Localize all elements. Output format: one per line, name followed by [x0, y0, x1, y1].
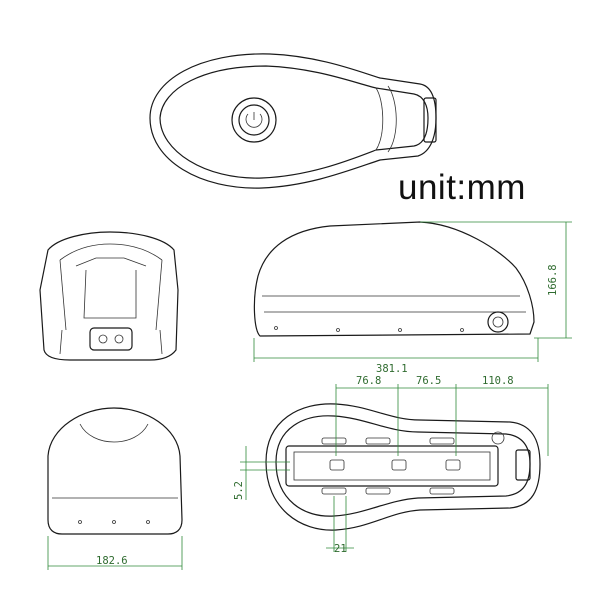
lock-cylinder-icon: [487, 311, 509, 333]
dim-top-segment-2: 76.5: [416, 375, 441, 387]
dim-front-width: 182.6: [96, 555, 128, 567]
dim-tray-offset: 5.2: [233, 481, 245, 500]
rear-view: 182.6: [47, 407, 183, 570]
front-connector-view: [39, 231, 179, 361]
dim-top-segment-1: 76.8: [356, 375, 381, 387]
dim-side-height: 166.8: [547, 264, 559, 296]
latch-icon: [491, 431, 505, 445]
dim-side-length: 381.1: [376, 363, 408, 375]
side-view: 381.1 166.8: [253, 221, 572, 375]
dim-top-segment-3: 110.8: [482, 375, 514, 387]
power-button-icon: [231, 97, 277, 143]
bottom-view: 76.8 76.5 110.8 5.2 21: [233, 375, 549, 555]
dim-slot-width: 21: [334, 543, 347, 555]
charge-port-icon: [89, 327, 133, 351]
mount-rail: [285, 445, 499, 487]
unit-label: unit:mm: [398, 168, 526, 207]
top-view: [149, 53, 437, 189]
